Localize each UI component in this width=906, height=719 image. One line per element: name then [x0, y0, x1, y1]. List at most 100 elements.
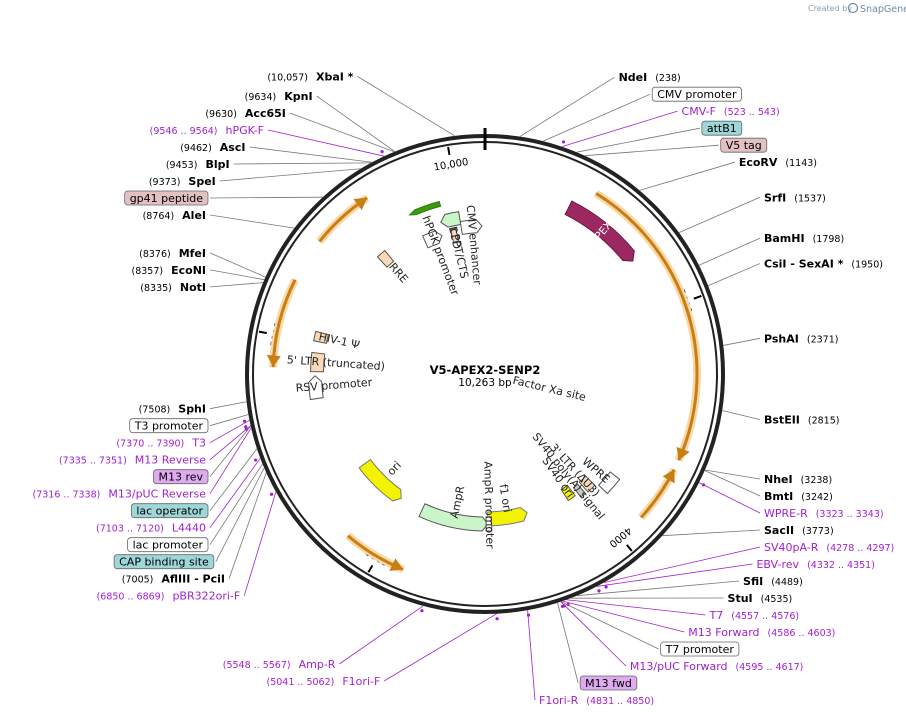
primer-f1ori-r[interactable]: F1ori-R(4831 .. 4850) — [539, 694, 654, 707]
callout-m13-rev[interactable]: M13 rev — [153, 469, 209, 485]
primer-mark-f1ori-f — [495, 617, 499, 621]
primer-m13-puc-forward[interactable]: M13/pUC Forward(4595 .. 4617) — [630, 660, 804, 673]
primer-f1ori-f[interactable]: F1ori-F(5041 .. 5062) — [267, 675, 381, 688]
label-position: (7005) — [122, 575, 154, 586]
site-srfi[interactable]: SrfI(1537) — [764, 191, 826, 204]
site-stui[interactable]: StuI(4535) — [728, 592, 793, 605]
primer-l4440[interactable]: L4440(7103 .. 7120) — [96, 522, 206, 535]
site-afliii-pcii[interactable]: AflIII - PciI(7005) — [122, 573, 225, 586]
leader-sv40pa-r — [603, 546, 761, 584]
callout-cmv-promoter[interactable]: CMV promoter — [651, 86, 742, 102]
tick-mark-2000 — [693, 294, 702, 300]
leader-m13-forward — [562, 600, 685, 633]
feature-rre — [376, 249, 395, 268]
callout-v5-tag[interactable]: V5 tag — [720, 137, 768, 153]
primer-m13-forward[interactable]: M13 Forward(4586 .. 4603) — [688, 626, 835, 639]
site-acc65i[interactable]: Acc65I(9630) — [205, 107, 286, 120]
site-csii-sexai[interactable]: CsiI - SexAI *(1950) — [764, 258, 883, 271]
site-nhei[interactable]: NheI(3238) — [764, 473, 832, 486]
site-mfei[interactable]: MfeI(8376) — [139, 247, 206, 260]
primer-ebv-rev[interactable]: EBV-rev(4332 .. 4351) — [756, 558, 874, 571]
leader-blpi — [233, 162, 371, 165]
feature-label-ampr: AmpR — [448, 484, 468, 519]
callout-t7-promoter[interactable]: T7 promoter — [660, 641, 740, 657]
label-position: (5041 .. 5062) — [267, 677, 335, 688]
leader-m13-rev — [209, 425, 252, 477]
callout-gp41-peptide[interactable]: gp41 peptide — [124, 190, 209, 206]
label-position: (7335 .. 7351) — [59, 456, 127, 467]
site-bmti[interactable]: BmtI (3242) — [764, 490, 833, 503]
label-position: (7370 .. 7390) — [116, 439, 184, 450]
site-kpni[interactable]: KpnI(9634) — [245, 90, 313, 103]
label-name: CsiI - SexAI * — [764, 258, 844, 271]
callout-lac-promoter[interactable]: lac promoter — [127, 537, 209, 553]
callout-lac-operator[interactable]: lac operator — [130, 503, 209, 519]
callout-text: lac promoter — [133, 539, 204, 552]
primer-pbr322ori-f[interactable]: pBR322ori-F(6850 .. 6869) — [97, 590, 241, 603]
primer-m13-reverse[interactable]: M13 Reverse(7335 .. 7351) — [59, 454, 206, 467]
callout-m13-fwd[interactable]: M13 fwd — [579, 675, 638, 691]
primer-m13-puc-reverse[interactable]: M13/pUC Reverse(7316 .. 7338) — [33, 488, 207, 501]
callout-t3-promoter[interactable]: T3 promoter — [129, 418, 209, 434]
site-sphi[interactable]: SphI(7508) — [139, 403, 206, 416]
leader-pshai — [723, 337, 761, 346]
feature-factor-xa-site — [560, 391, 566, 395]
callout-box — [660, 641, 740, 657]
primer-amp-r[interactable]: Amp-R(5548 .. 5567) — [223, 658, 336, 671]
primer-t7[interactable]: T7(4557 .. 4576) — [709, 609, 800, 622]
site-bamhi[interactable]: BamHI(1798) — [764, 232, 844, 245]
plasmid-length: 10,263 bp — [458, 377, 512, 389]
label-name: SacII — [764, 524, 794, 537]
tick-label-10000: 10,000 — [433, 157, 469, 173]
label-name: M13/pUC Reverse — [108, 488, 206, 501]
site-asci[interactable]: AscI(9462) — [180, 141, 245, 154]
leader-cap-binding-site — [215, 467, 265, 562]
leader-f1ori-f — [384, 613, 498, 682]
leader-ndei — [519, 76, 615, 137]
label-position: (9634) — [245, 92, 277, 103]
site-sfii[interactable]: SfiI(4489) — [743, 575, 803, 588]
leader-econi — [209, 269, 265, 281]
primer-t3[interactable]: T3(7370 .. 7390) — [116, 437, 206, 450]
label-name: BlpI — [205, 158, 229, 171]
label-position: (3242) — [801, 492, 833, 503]
primer-cmv-f[interactable]: CMV-F (523 .. 543) — [682, 105, 780, 118]
label-position: (3238) — [801, 475, 833, 486]
label-position: (523 .. 543) — [724, 107, 780, 118]
label-position: (3773) — [802, 526, 834, 537]
site-econi[interactable]: EcoNI(8357) — [132, 264, 206, 277]
site-ndei[interactable]: NdeI(238) — [619, 71, 681, 84]
label-name: BmtI — [764, 490, 793, 503]
label-name: MfeI — [179, 247, 206, 260]
primer-hpgk-f[interactable]: hPGK-F(9546 .. 9564) — [150, 124, 264, 137]
site-spei[interactable]: SpeI(9373) — [149, 175, 216, 188]
primer-mark-m13-puc-forward — [560, 604, 565, 609]
site-pshai[interactable]: PshAI(2371) — [764, 332, 838, 345]
site-xbai[interactable]: XbaI *(10,057) — [267, 70, 353, 83]
plasmid-name: V5-APEX2-SENP2 — [430, 363, 541, 377]
site-bsteii[interactable]: BstEII(2815) — [764, 414, 839, 427]
callout-box — [651, 86, 742, 102]
leader-sacii — [662, 529, 761, 537]
leader-spei — [219, 168, 361, 182]
label-name: F1ori-R — [539, 694, 579, 707]
site-noti[interactable]: NotI(8335) — [140, 281, 206, 294]
site-ecorv[interactable]: EcoRV(1143) — [739, 156, 817, 169]
site-alei[interactable]: AleI(8764) — [143, 209, 206, 222]
leader-kpni — [316, 95, 396, 152]
callout-cap-binding-site[interactable]: CAP binding site — [113, 554, 215, 570]
leader-m13-fwd — [557, 602, 579, 684]
primer-wpre-r[interactable]: WPRE-R(3323 .. 3343) — [764, 507, 884, 520]
label-position: (1537) — [794, 193, 826, 204]
leader-bsteii — [722, 410, 761, 420]
leader-lac-operator — [209, 448, 258, 511]
primer-labels: CMV-F (523 .. 543) WPRE-R(3323 .. 3343) SV4… — [33, 105, 895, 707]
site-blpi[interactable]: BlpI(9453) — [166, 158, 230, 171]
site-sacii[interactable]: SacII (3773) — [764, 524, 834, 537]
primer-sv40pa-r[interactable]: SV40pA-R(4278 .. 4297) — [764, 541, 894, 554]
label-name: AscI — [220, 141, 246, 154]
label-name: CMV-F — [682, 105, 716, 118]
label-name: EcoNI — [171, 264, 206, 277]
callout-attb1[interactable]: attB1 — [701, 120, 743, 136]
